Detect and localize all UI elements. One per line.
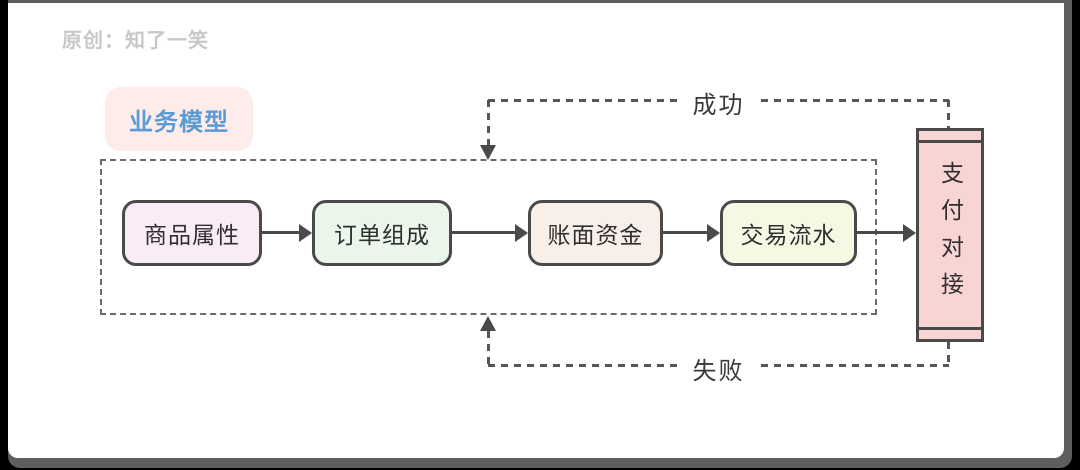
flow-arrow-line [857,231,904,234]
arrow-right-icon [903,224,916,242]
flow-node-label: 账面资金 [547,222,644,248]
flow-node-transaction-records: 交易流水 [720,200,857,266]
flow-node-product-attributes: 商品属性 [122,200,262,266]
payment-integration-node: 支付对接 [916,128,984,342]
fail-connector-right-segment [947,342,950,366]
flow-arrow-line [452,231,516,234]
business-model-label-text: 业务模型 [129,108,229,136]
arrow-right-icon [515,224,528,242]
arrow-right-icon [707,224,720,242]
payment-node-label: 支付对接 [937,161,964,309]
business-model-label: 业务模型 [105,87,253,151]
success-connector-left-segment [487,100,490,146]
flow-arrow-line [663,231,708,234]
fail-connector-left-segment [487,331,490,365]
flow-node-label: 订单组成 [334,222,430,248]
success-connector-right-segment [947,100,950,128]
flow-node-book-funds: 账面资金 [528,200,663,266]
arrow-right-icon [299,224,312,242]
arrow-down-icon [480,145,496,160]
payment-node-bottom-rule [919,327,981,330]
fail-label: 失败 [678,351,759,386]
flow-arrow-line [262,231,302,234]
business-model-container [100,159,877,315]
arrow-up-icon [480,316,496,331]
payment-node-top-rule [919,140,981,143]
flow-node-label: 商品属性 [144,222,240,248]
success-label: 成功 [678,85,759,120]
flow-node-label: 交易流水 [740,222,837,248]
author-credit: 原创：知了一笑 [62,30,209,52]
flow-node-order-composition: 订单组成 [312,200,452,266]
